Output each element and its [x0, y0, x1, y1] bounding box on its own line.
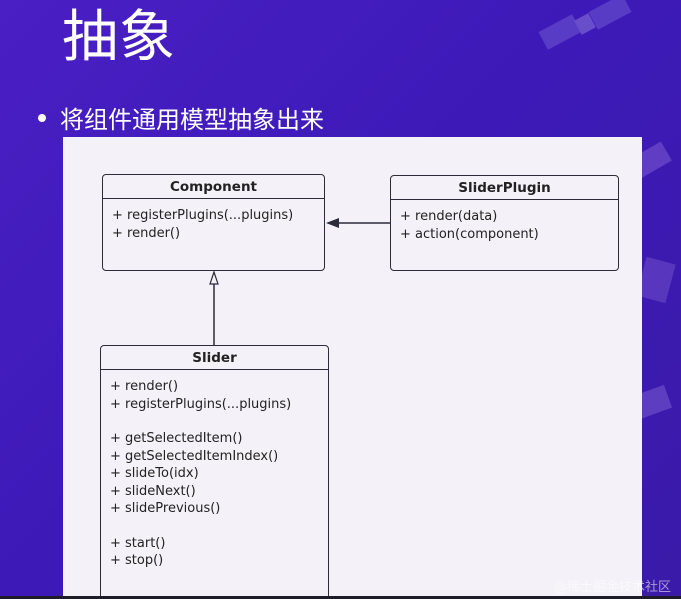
class-member: + registerPlugins(...plugins): [110, 396, 292, 412]
class-member: + getSelectedItemIndex(): [110, 448, 279, 464]
member-group: + registerPlugins(...plugins) + render(): [112, 207, 315, 242]
association-arrowhead: [326, 218, 339, 228]
inheritance-arrowhead: [209, 270, 219, 285]
bottom-bar: [0, 596, 681, 599]
class-member: + render(): [110, 379, 179, 394]
class-member: + getSelectedItem(): [110, 431, 243, 446]
slide-title: 抽象: [62, 5, 176, 70]
class-name: Component: [103, 175, 324, 199]
class-slider: Slider + render() + registerPlugins(...p…: [100, 345, 329, 599]
class-slider-plugin: SliderPlugin + render(data) + action(com…: [390, 175, 619, 271]
member-group: + render() + registerPlugins(...plugins): [110, 378, 319, 413]
satellite-decoration-icon: [538, 0, 632, 50]
member-group: + getSelectedItem() + getSelectedItemInd…: [110, 430, 319, 518]
class-component: Component + registerPlugins(...plugins) …: [102, 174, 325, 271]
class-member: + stop(): [110, 553, 164, 568]
watermark: @稀土掘金技术社区: [553, 580, 671, 595]
class-member: + render(data): [400, 209, 498, 224]
class-member: + start(): [110, 535, 166, 551]
diagram-connectors: [209, 218, 390, 345]
uml-diagram-panel: Component + registerPlugins(...plugins) …: [63, 137, 642, 599]
class-member: + action(component): [400, 226, 539, 242]
class-member: + render(): [112, 225, 181, 241]
bullet-item: 将组件通用模型抽象出来: [38, 100, 324, 135]
class-name: SliderPlugin: [391, 176, 618, 200]
class-member: + slideNext(): [110, 483, 196, 499]
class-members: + registerPlugins(...plugins) + render(): [103, 199, 324, 242]
class-members: + render(data) + action(component): [391, 200, 618, 243]
class-members: + render() + registerPlugins(...plugins)…: [101, 370, 328, 570]
class-name: Slider: [101, 346, 328, 370]
class-member: + registerPlugins(...plugins): [112, 208, 294, 223]
bullet-text: 将组件通用模型抽象出来: [60, 106, 324, 134]
member-group: + render(data) + action(component): [400, 208, 609, 243]
bullet-icon: [38, 113, 46, 122]
class-member: + slideTo(idx): [110, 466, 199, 481]
class-member: + slidePrevious(): [110, 501, 221, 516]
member-group: + start() + stop(): [110, 535, 319, 570]
